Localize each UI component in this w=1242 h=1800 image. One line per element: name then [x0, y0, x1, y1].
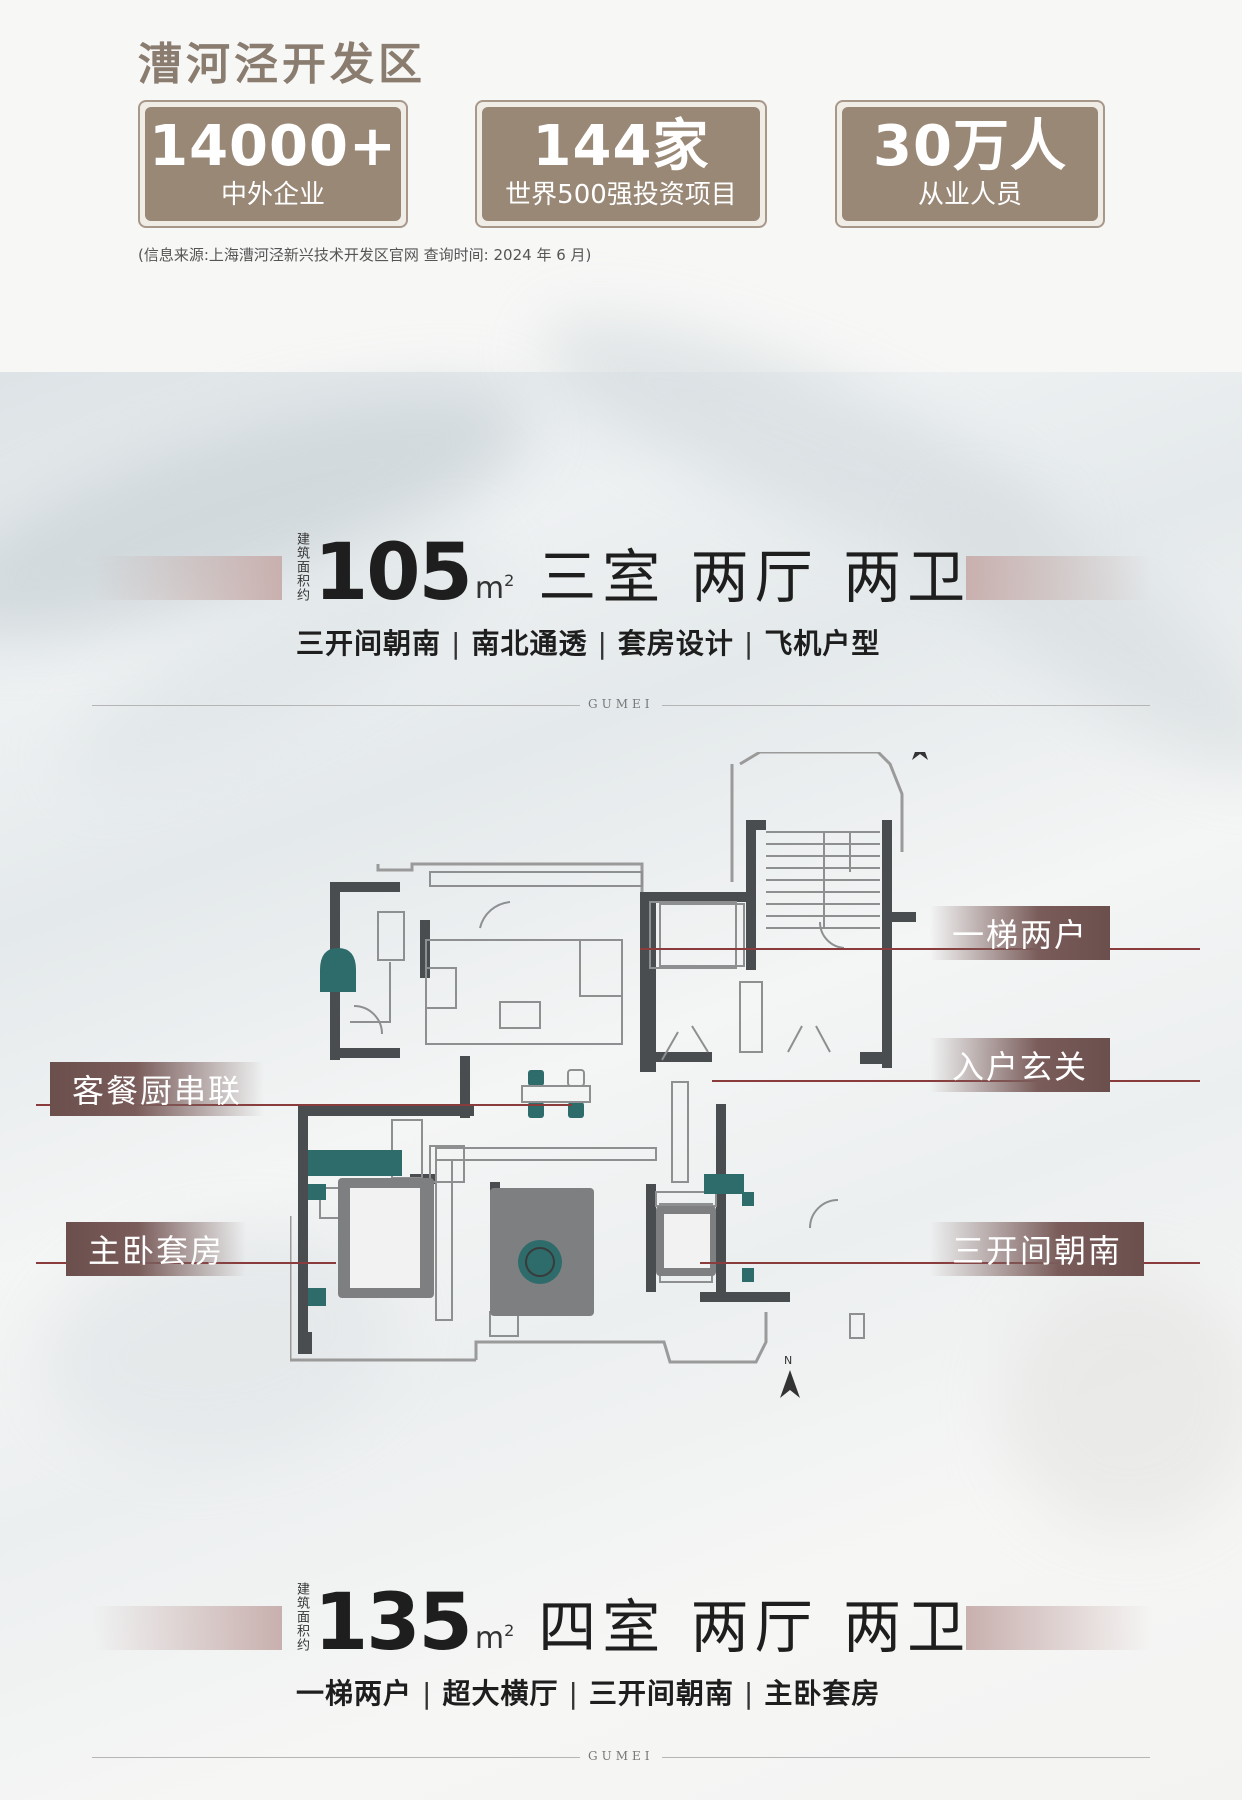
- area-number: 135: [314, 1578, 473, 1668]
- feature-separator: |: [597, 627, 608, 660]
- callout-master-suite: 主卧套房: [66, 1222, 247, 1276]
- callout-south-facing: 三开间朝南: [930, 1222, 1145, 1276]
- unit1-features: 三开间朝南 | 南北通透 | 套房设计 | 飞机户型: [296, 622, 880, 662]
- feature-separator: |: [743, 1677, 755, 1710]
- area-caption: 建筑面积约: [294, 1582, 309, 1652]
- stat-label: 从业人员: [917, 180, 1022, 210]
- callout-connected-living: 客餐厨串联: [50, 1062, 265, 1116]
- feature-separator: |: [568, 1677, 579, 1710]
- header-section: 漕河泾开发区 14000+ 中外企业 144家 世界500强投资项目 30万人 …: [0, 0, 1242, 372]
- compass-letter: N: [784, 1354, 792, 1367]
- feature-item: 超大横厅: [442, 1677, 559, 1710]
- callout-one-stair-two-units: 一梯两户: [930, 906, 1111, 960]
- feature-separator: |: [451, 627, 462, 660]
- callout-line: [640, 948, 1200, 950]
- feature-item: 一梯两户: [296, 1677, 413, 1710]
- stat-card-fortune500: 144家 世界500强投资项目: [475, 100, 767, 228]
- feature-item: 飞机户型: [764, 627, 881, 660]
- area-unit: m2: [474, 1621, 515, 1656]
- heading-bar-left: [92, 1606, 282, 1650]
- stat-label: 世界500强投资项目: [505, 180, 737, 210]
- callout-entry-foyer: 入户玄关: [930, 1038, 1111, 1092]
- area-caption: 建筑面积约: [294, 532, 309, 602]
- feature-item: 套房设计: [617, 627, 734, 660]
- stat-label: 中外企业: [220, 180, 325, 210]
- divider-line: [92, 705, 580, 706]
- feature-item: 主卧套房: [764, 1677, 881, 1710]
- unit2-area-heading: 建筑面积约 135 m2 四室 两厅 两卫: [292, 1582, 971, 1662]
- feature-separator: |: [743, 627, 755, 660]
- stat-card-employees: 30万人 从业人员: [835, 100, 1105, 228]
- feature-item: 三开间朝南: [588, 1677, 734, 1710]
- callout-line: [36, 1104, 572, 1106]
- stat-value: 144家: [532, 114, 710, 179]
- gumei-mark: GUMEI: [588, 1749, 654, 1763]
- heading-bar-right: [966, 1606, 1152, 1650]
- room-layout: 四室 两厅 两卫: [538, 1593, 972, 1661]
- source-note: (信息来源:上海漕河泾新兴技术开发区官网 查询时间: 2024 年 6 月): [138, 246, 592, 264]
- floor-plan-drawing: N: [290, 752, 928, 1398]
- heading-bar-right: [966, 556, 1152, 600]
- stat-card-enterprises: 14000+ 中外企业: [138, 100, 408, 228]
- feature-item: 南北通透: [471, 627, 588, 660]
- divider-line: [92, 1757, 580, 1758]
- divider-line: [662, 705, 1150, 706]
- heading-bar-left: [92, 556, 282, 600]
- gumei-mark: GUMEI: [588, 697, 654, 711]
- divider-line: [662, 1757, 1150, 1758]
- unit1-area-heading: 建筑面积约 105 m2 三室 两厅 两卫: [292, 532, 971, 612]
- stat-value: 14000+: [149, 114, 397, 179]
- area-number: 105: [314, 528, 473, 618]
- room-layout: 三室 两厅 两卫: [538, 543, 972, 611]
- district-title: 漕河泾开发区: [138, 39, 426, 90]
- stat-value: 30万人: [873, 114, 1067, 179]
- feature-item: 三开间朝南: [296, 627, 442, 660]
- area-unit: m2: [474, 571, 515, 606]
- unit2-features: 一梯两户 | 超大横厅 | 三开间朝南 | 主卧套房: [296, 1672, 880, 1712]
- feature-separator: |: [422, 1677, 433, 1710]
